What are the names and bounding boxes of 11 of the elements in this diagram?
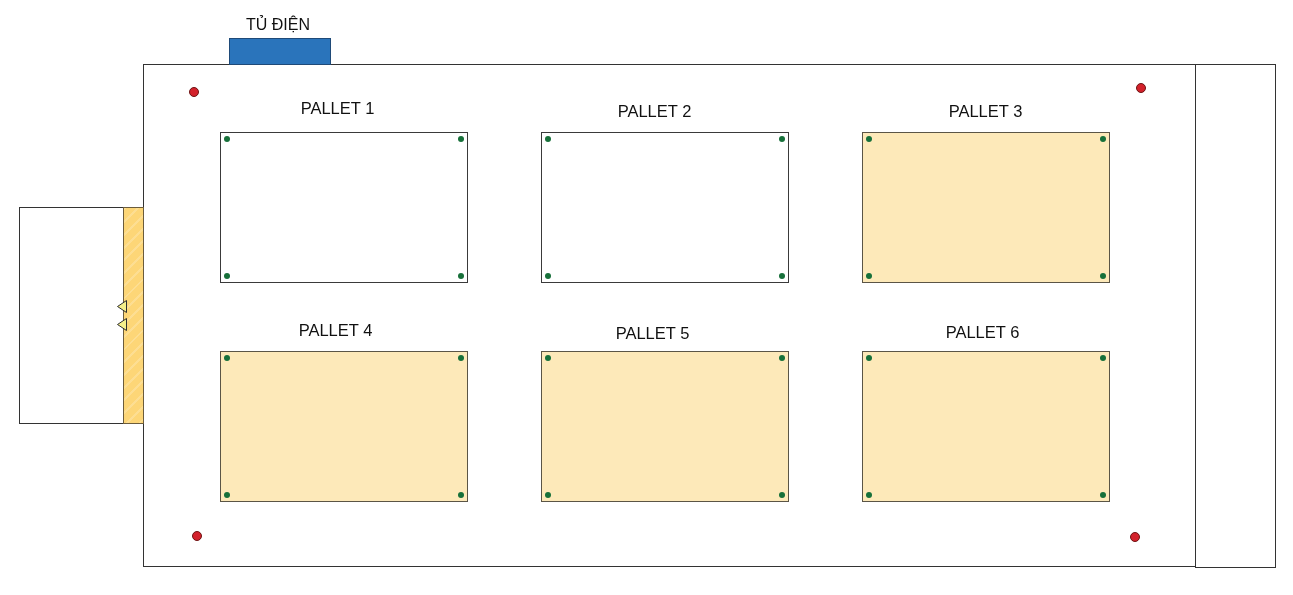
pallet-label: PALLET 2: [617, 101, 692, 120]
pallet-label: PALLET 5: [615, 323, 690, 342]
side-room: [19, 207, 124, 424]
pallet-label: PALLET 1: [300, 98, 375, 117]
cabinet-label: TỦ ĐIỆN: [246, 16, 310, 34]
pallet-label: PALLET 4: [298, 320, 373, 339]
pallet-label: PALLET 6: [945, 322, 1020, 341]
door-panel: [123, 207, 144, 424]
pallet-label: PALLET 3: [948, 101, 1023, 120]
side-section: [1195, 64, 1276, 568]
floor-area: [143, 64, 1197, 567]
